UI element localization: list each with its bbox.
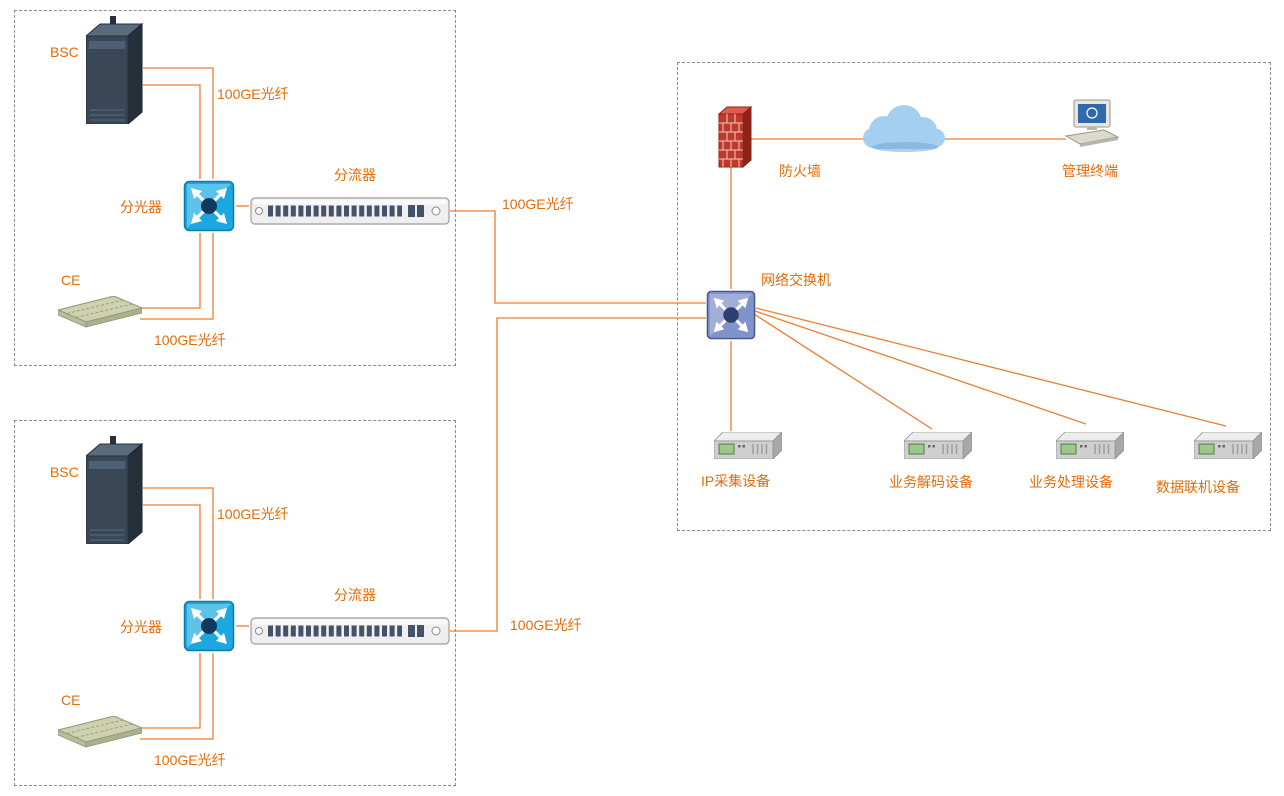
firewall-label: 防火墙 <box>779 163 821 179</box>
site2-fiber-bottom-label: 100GE光纤 <box>154 752 226 768</box>
site2-shunt-rack-icon <box>251 618 449 644</box>
site2-optical-splitter-icon <box>183 600 235 652</box>
site1-ce-keyboard-icon <box>58 296 142 328</box>
site1-uplink-label: 100GE光纤 <box>502 196 574 212</box>
core-links <box>730 138 1227 431</box>
switch-device2-link <box>753 313 933 430</box>
switch-device4-link <box>755 307 1227 427</box>
ip-capture-device-icon <box>714 432 782 459</box>
site1-links <box>140 67 706 320</box>
site2-ce-fiber-link-a <box>140 653 201 729</box>
site2-uplink-label: 100GE光纤 <box>510 617 582 633</box>
site2-boundary <box>14 420 456 786</box>
site1-boundary <box>14 10 456 366</box>
device2-label: 业务解码设备 <box>889 474 973 490</box>
site1-bsc-label: BSC <box>50 44 79 60</box>
site1-uplink-line <box>450 210 706 304</box>
network-switch-cube-icon <box>706 290 756 340</box>
site1-server-cabinet-icon <box>86 15 143 124</box>
site1-ce-fiber-link-a <box>140 233 201 309</box>
site1-bsc-fiber-link-a <box>143 67 214 179</box>
site1-bsc-fiber-link-b <box>143 84 201 179</box>
device1-label: IP采集设备 <box>701 473 771 489</box>
service-decode-device-icon <box>904 432 972 459</box>
site1-optical-splitter-icon <box>183 180 235 232</box>
device4-label: 数据联机设备 <box>1156 479 1240 495</box>
site2-bsc-fiber-link-b <box>143 504 201 599</box>
device3-label: 业务处理设备 <box>1029 474 1113 490</box>
terminal-label: 管理终端 <box>1062 163 1118 179</box>
site2-ce-label: CE <box>61 692 81 708</box>
site2-links <box>140 317 706 740</box>
firewall-brick-icon <box>717 105 753 169</box>
switch-device3-link <box>754 310 1087 425</box>
site2-shunt-label: 分流器 <box>334 587 376 603</box>
service-process-device-icon <box>1056 432 1124 459</box>
network-cloud-icon <box>863 105 945 152</box>
site1-shunt-label: 分流器 <box>334 167 376 183</box>
site1-splitter-label: 分光器 <box>120 199 162 215</box>
site2-uplink-line <box>450 317 706 632</box>
site2-fiber-top-label: 100GE光纤 <box>217 506 289 522</box>
site1-shunt-rack-icon <box>251 198 449 224</box>
core-boundary <box>677 62 1271 531</box>
site1-ce-fiber-link-b <box>140 233 214 320</box>
data-online-device-icon <box>1194 432 1262 459</box>
switch-label: 网络交换机 <box>761 272 831 288</box>
site2-bsc-fiber-link-a <box>143 487 214 599</box>
site2-server-cabinet-icon <box>86 435 143 544</box>
site1-fiber-bottom-label: 100GE光纤 <box>154 332 226 348</box>
site2-bsc-label: BSC <box>50 464 79 480</box>
site2-ce-keyboard-icon <box>58 716 142 748</box>
site1-ce-label: CE <box>61 272 81 288</box>
site1-fiber-top-label: 100GE光纤 <box>217 86 289 102</box>
site2-splitter-label: 分光器 <box>120 619 162 635</box>
site2-ce-fiber-link-b <box>140 653 214 740</box>
desktop-computer-icon <box>1064 99 1120 147</box>
